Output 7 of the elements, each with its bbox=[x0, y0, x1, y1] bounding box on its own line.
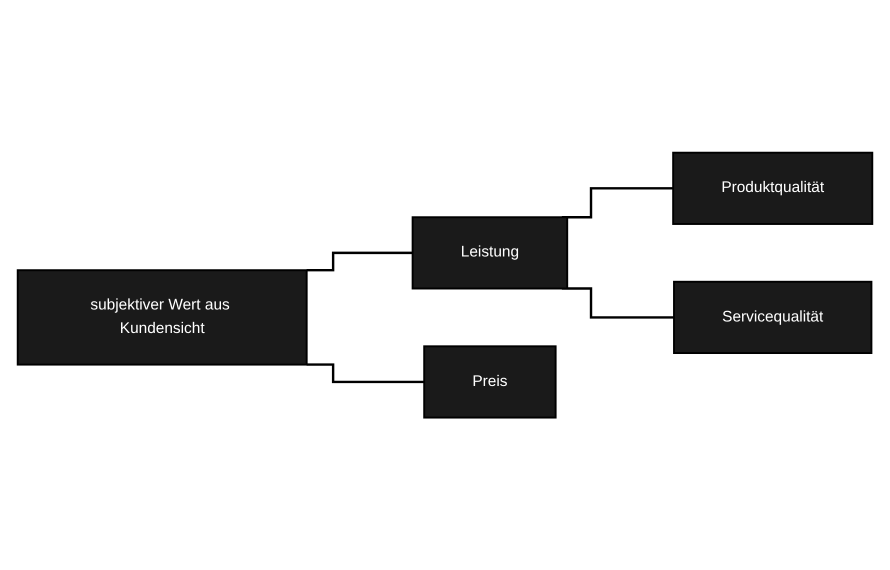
connector bbox=[306, 252, 413, 272]
node-box: Leistung bbox=[412, 216, 568, 290]
node-box: Preis bbox=[423, 345, 557, 418]
connector bbox=[306, 363, 424, 383]
node-box: Produktqualität bbox=[672, 152, 874, 225]
node-box: subjektiver Wert aus Kundensicht bbox=[16, 269, 308, 366]
node-box: Servicequalität bbox=[673, 280, 872, 354]
